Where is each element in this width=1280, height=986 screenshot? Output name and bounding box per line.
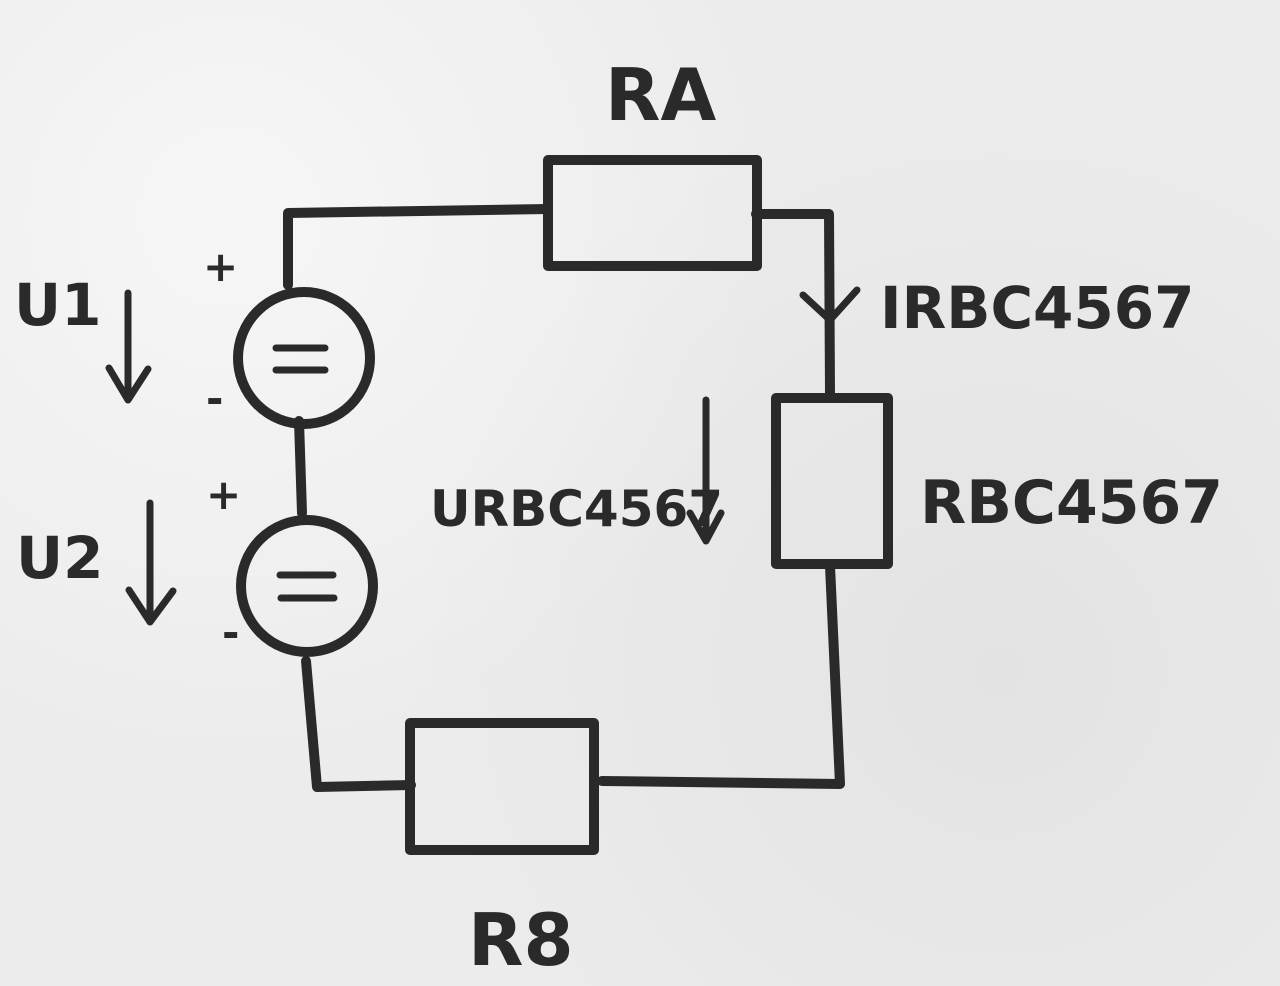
current-arrow-mark [799,286,861,324]
voltage-source-u2-equals-mark [276,571,338,602]
voltage-source-u2-minus-sign: - [222,608,239,657]
top-right-wire [751,209,835,399]
voltage-source-u1-equals-mark [272,344,329,374]
voltage-source-u2: U2 + - [16,470,378,657]
current-label: IRBC4567 [880,274,1194,342]
resistor-rbc4567: RBC4567 [771,393,1223,569]
u1-down-arrow [105,289,152,404]
current-indicator: IRBC4567 [799,274,1194,342]
voltage-source-u2-plus-sign: + [206,470,241,519]
voltage-label: URBC4567 [430,480,723,538]
voltage-indicator: URBC4567 [430,396,725,545]
resistor-rbc4567-label: RBC4567 [920,468,1223,538]
resistor-r8: R8 [405,718,599,982]
right-wire [597,561,845,789]
resistor-ra: RA [543,53,762,271]
bottom-left-wire [301,656,416,792]
top-left-wire [283,204,553,290]
voltage-source-u2-label: U2 [16,524,103,592]
resistor-ra-box [543,155,762,271]
resistor-rbc4567-box [771,393,893,569]
voltage-source-u2-circle [236,515,378,657]
resistor-r8-label: R8 [468,898,574,982]
u2-down-arrow [125,499,177,626]
voltage-source-u1-minus-sign: - [206,374,223,423]
source-link-wire [294,416,307,518]
voltage-down-arrow [686,396,725,545]
circuit-wires [283,204,845,792]
voltage-source-u1-plus-sign: + [203,242,238,291]
voltage-source-u1-circle [233,287,375,429]
resistor-ra-label: RA [605,53,716,137]
resistor-r8-box [405,718,599,855]
voltage-source-u1: U1 + - [14,242,375,429]
voltage-source-u1-label: U1 [14,271,101,339]
